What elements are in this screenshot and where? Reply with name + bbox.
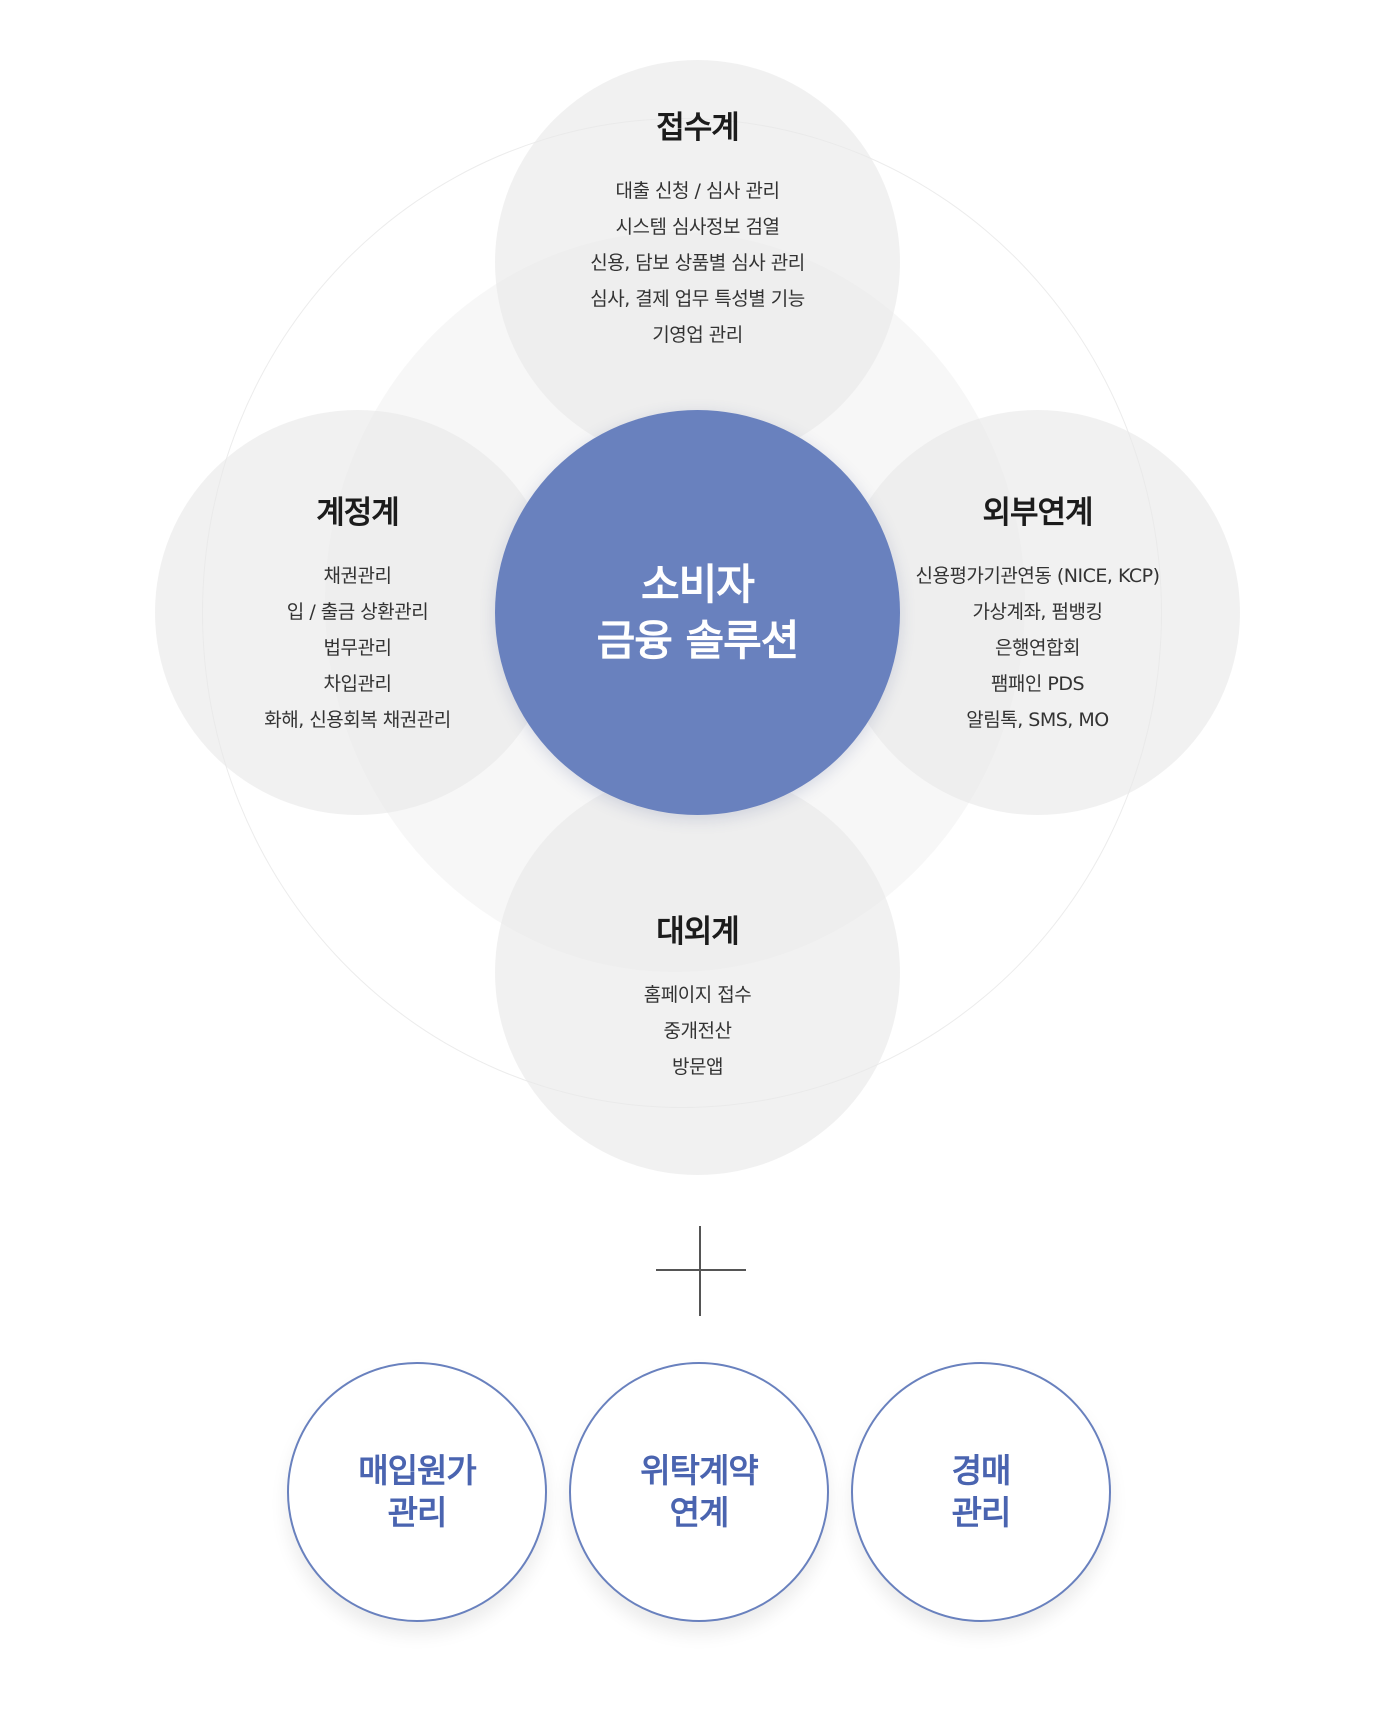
bloc-list: 채권관리 입 / 출금 상환관리 법무관리 차입관리 화해, 신용회복 채권관리 xyxy=(264,558,451,738)
bloc-title: 접수계 xyxy=(656,110,740,146)
module-purchase-cost: 매입원가 관리 xyxy=(287,1362,547,1622)
list-item: 신용, 담보 상품별 심사 관리 xyxy=(590,252,805,274)
list-item: 화해, 신용회복 채권관리 xyxy=(264,709,451,731)
list-item: 중개전산 xyxy=(663,1019,732,1042)
list-item: 은행연합회 xyxy=(995,637,1080,659)
module-label: 관리 xyxy=(951,1493,1012,1532)
module-label: 관리 xyxy=(387,1493,448,1532)
list-item: 기영업 관리 xyxy=(652,324,743,346)
center-title-line2: 금융 솔루션 xyxy=(596,615,800,665)
module-consignment: 위탁계약 연계 xyxy=(569,1362,829,1622)
bloc-account: 계정계 채권관리 입 / 출금 상환관리 법무관리 차입관리 화해, 신용회복 … xyxy=(155,410,560,815)
bloc-title: 외부연계 xyxy=(982,495,1093,531)
list-item: 대출 신청 / 심사 관리 xyxy=(615,180,780,202)
list-item: 홈페이지 접수 xyxy=(643,983,752,1006)
bloc-external-channel: 대외계 홈페이지 접수 중개전산 방문앱 xyxy=(495,770,900,1175)
center-title-line1: 소비자 xyxy=(641,559,755,609)
list-item: 신용평가기관연동 (NICE, KCP) xyxy=(915,565,1160,587)
list-item: 팸패인 PDS xyxy=(990,673,1085,695)
plus-icon xyxy=(656,1269,746,1271)
module-label: 경매 xyxy=(951,1451,1012,1490)
bloc-external: 외부연계 신용평가기관연동 (NICE, KCP) 가상계좌, 펌뱅킹 은행연합… xyxy=(835,410,1240,815)
center-circle: 소비자 금융 솔루션 xyxy=(495,410,900,815)
bloc-title: 대외계 xyxy=(656,913,740,950)
list-item: 가상계좌, 펌뱅킹 xyxy=(972,601,1103,623)
list-item: 채권관리 xyxy=(323,565,392,587)
bloc-list: 신용평가기관연동 (NICE, KCP) 가상계좌, 펌뱅킹 은행연합회 팸패인… xyxy=(915,558,1160,738)
bloc-title: 계정계 xyxy=(316,495,400,531)
plus-icon xyxy=(699,1226,701,1316)
bloc-list: 홈페이지 접수 중개전산 방문앱 xyxy=(643,977,752,1085)
list-item: 방문앱 xyxy=(672,1055,723,1078)
module-label: 위탁계약 xyxy=(640,1451,758,1490)
list-item: 차입관리 xyxy=(323,673,392,695)
module-label: 매입원가 xyxy=(358,1451,476,1490)
bloc-reception: 접수계 대출 신청 / 심사 관리 시스템 심사정보 검열 신용, 담보 상품별… xyxy=(495,60,900,465)
list-item: 입 / 출금 상환관리 xyxy=(286,601,429,623)
list-item: 심사, 결제 업무 특성별 기능 xyxy=(590,288,805,310)
module-label: 연계 xyxy=(669,1493,730,1532)
bloc-list: 대출 신청 / 심사 관리 시스템 심사정보 검열 신용, 담보 상품별 심사 … xyxy=(590,173,805,353)
list-item: 법무관리 xyxy=(323,637,392,659)
module-auction: 경매 관리 xyxy=(851,1362,1111,1622)
list-item: 시스템 심사정보 검열 xyxy=(615,216,780,238)
list-item: 알림톡, SMS, MO xyxy=(966,709,1109,731)
